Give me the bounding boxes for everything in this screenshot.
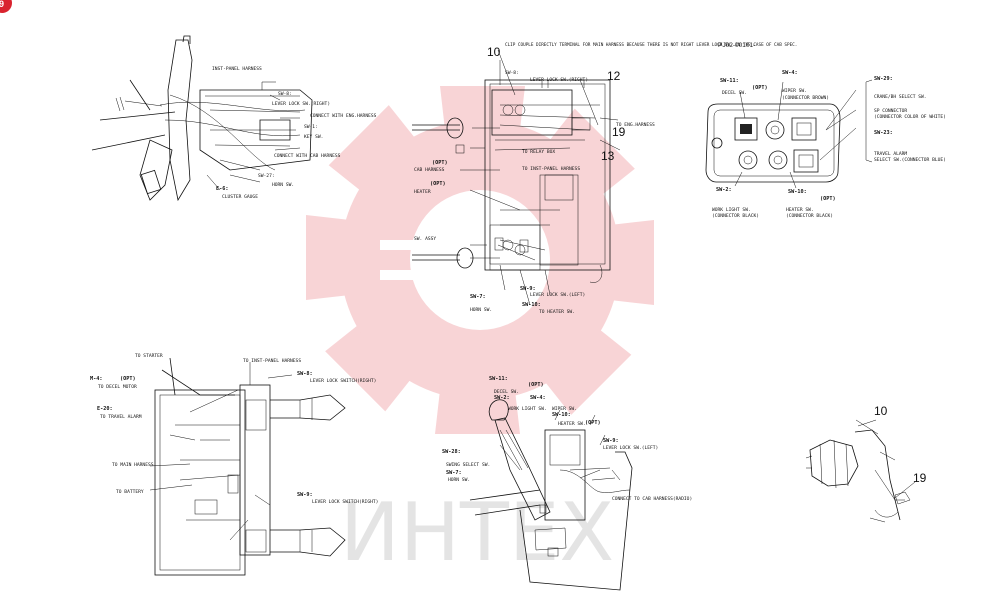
- bc-sw10-id: SW-10:: [552, 412, 571, 418]
- bc-sw9-desc: LEVER LOCK SW.(LEFT): [603, 445, 658, 451]
- bl-e20-id: E-20:: [97, 406, 113, 412]
- tr-sw4-id: SW-4:: [782, 70, 798, 76]
- tl-sw27-desc: HORN SW.: [272, 182, 294, 188]
- corner-badge: [0, 0, 12, 13]
- tc-opt2: (OPT): [430, 181, 446, 187]
- bl-sw8-desc: LEVER LOCK SWITCH(RIGHT): [310, 378, 376, 384]
- tc-cab-harness: CAB HARNESS: [414, 167, 445, 173]
- tr-work-conn: (CONNECTOR BLACK): [712, 213, 759, 219]
- watermark-text: ИНТЕХ: [340, 486, 614, 579]
- bc-sw2-id: SW-2:: [494, 395, 510, 401]
- tc-sw8-desc: LEVER LOCK SW.(RIGHT): [530, 77, 588, 83]
- tl-sw8-id: SW-8:: [278, 91, 292, 97]
- bc-sw4-id: SW-4:: [530, 395, 546, 401]
- corner-badge-glyph: 9: [0, 0, 4, 9]
- bl-sw8-id: SW-8:: [297, 371, 313, 377]
- tc-to-eng: TO ENG.HARNESS: [616, 122, 655, 128]
- tr-travel-sel: SELECT SW.(CONNECTOR BLUE): [874, 157, 946, 163]
- tl-e6-desc: CLUSTER GAUGE: [222, 194, 258, 200]
- br-num-19: 19: [913, 471, 927, 485]
- tr-crane: CRANE/BH SELECT SW.: [874, 94, 927, 100]
- bc-connect-cab: CONNECT TO CAB HARNESS(RADIO): [612, 496, 692, 502]
- bottom-center-view: [469, 399, 633, 591]
- tc-sw10-desc: TO HEATER SW.: [539, 309, 575, 315]
- bc-swing: SWING SELECT SW.: [446, 462, 490, 468]
- tc-to-relay: TO RELAY BOX: [522, 149, 555, 155]
- bc-sw7-id: SW-7:: [446, 470, 462, 476]
- bottom-right-detail: [805, 419, 916, 523]
- tr-sw10-id: SW-10:: [788, 189, 807, 195]
- tl-sw1-id: SW-1:: [304, 124, 318, 130]
- tc-heater: HEATER: [414, 189, 431, 195]
- bc-opt2: (OPT): [585, 420, 601, 426]
- tr-heater-conn: (CONNECTOR BLACK): [786, 213, 833, 219]
- tr-wiper: WIPER SW.: [782, 88, 807, 94]
- tc-opt1: (OPT): [432, 160, 448, 166]
- tl-sw27-id: SW-27:: [258, 173, 275, 179]
- tr-wiper-conn: (CONNECTOR BROWN): [782, 95, 829, 101]
- tc-sw8-id: SW-8:: [505, 70, 519, 76]
- tc-num-10: 10: [487, 45, 501, 59]
- tr-sw29-id: SW-29:: [874, 76, 893, 82]
- bl-to-inst: TO INST-PANEL HARNESS: [243, 358, 301, 364]
- bl-to-main: TO MAIN HARNESS: [112, 462, 154, 468]
- tr-work-light: WORK LIGHT SW.: [712, 207, 751, 213]
- tr-sw2-id: SW-2:: [716, 187, 732, 193]
- bl-m4-id: M-4:: [90, 376, 103, 382]
- bc-sw9-id: SW-9:: [603, 438, 619, 444]
- bl-sw9-id: SW-9:: [297, 492, 313, 498]
- tr-travel: TRAVEL ALARM: [874, 151, 907, 157]
- tc-clip-note: CLIP COUPLE DIRECTLY TERMINAL FOR MAIN H…: [505, 42, 797, 48]
- tr-sw11-id: SW-11:: [720, 78, 739, 84]
- bl-to-decel: TO DECEL MOTOR: [98, 384, 137, 390]
- tc-to-inst: TO INST-PANEL HARNESS: [522, 166, 580, 172]
- tr-heater-sw: HEATER SW.: [786, 207, 814, 213]
- top-right-panel: [705, 79, 873, 189]
- tr-sw23-id: SW-23:: [874, 130, 893, 136]
- tc-num-19: 19: [612, 125, 626, 139]
- tc-sw-assy: SW. ASSY: [414, 236, 436, 242]
- bc-opt1: (OPT): [528, 382, 544, 388]
- bottom-left-view: [149, 357, 346, 576]
- tl-inst-panel-label: INST-PANEL HARNESS: [212, 66, 262, 72]
- tr-opt-top: (OPT): [752, 85, 768, 91]
- tc-sw9-id: SW-9:: [520, 286, 536, 292]
- tc-sw10-id: SW-10:: [522, 302, 541, 308]
- tr-opt-bottom: (OPT): [820, 196, 836, 202]
- tl-sw8-desc: LEVER LOCK SW.(RIGHT): [272, 101, 330, 107]
- top-center-view: [412, 49, 621, 306]
- tr-sp-conn: SP CONNECTOR: [874, 108, 907, 114]
- bc-wiper: WIPER SW.: [552, 406, 577, 412]
- doc-code: PJ02-00101-: [718, 42, 755, 49]
- tl-connect-cab: CONNECT WITH CAB HARNESS: [274, 153, 341, 159]
- bc-sw28-id: SW-28:: [442, 449, 461, 455]
- tc-sw7-id: SW-7:: [470, 294, 486, 300]
- tl-sw1-desc: KEY SW.: [304, 134, 323, 140]
- bc-sw11-id: SW-11:: [489, 376, 508, 382]
- tc-sw7-desc: HORN SW.: [470, 307, 492, 313]
- tc-num-13: 13: [601, 149, 615, 163]
- tc-num-12: 12: [607, 69, 621, 83]
- tl-e6-id: E-6:: [216, 186, 229, 192]
- tr-decel: DECEL SW.: [722, 90, 747, 96]
- top-left-view: [91, 35, 313, 202]
- bl-to-travel: TO TRAVEL ALARM: [100, 414, 142, 420]
- bc-horn: HORN SW.: [448, 477, 470, 483]
- bl-sw9-desc: LEVER LOCK SWITCH(RIGHT): [312, 499, 378, 505]
- tr-sp-conn-color: (CONNECTOR COLOR OF WHITE): [874, 114, 946, 120]
- bc-work-light: WORK LIGHT SW.: [508, 406, 547, 412]
- bc-decel: DECEL SW.: [494, 389, 519, 395]
- br-num-10: 10: [874, 404, 888, 418]
- tl-connect-eng: CONNECT WITH ENG.HARNESS: [310, 113, 377, 119]
- bc-heater: HEATER SW.: [558, 421, 586, 427]
- bl-opt: (OPT): [120, 376, 136, 382]
- bl-to-battery: TO BATTERY: [116, 489, 144, 495]
- tc-sw9-desc: LEVER LOCK SW.(LEFT): [530, 292, 585, 298]
- bl-to-starter: TO STARTER: [135, 353, 163, 359]
